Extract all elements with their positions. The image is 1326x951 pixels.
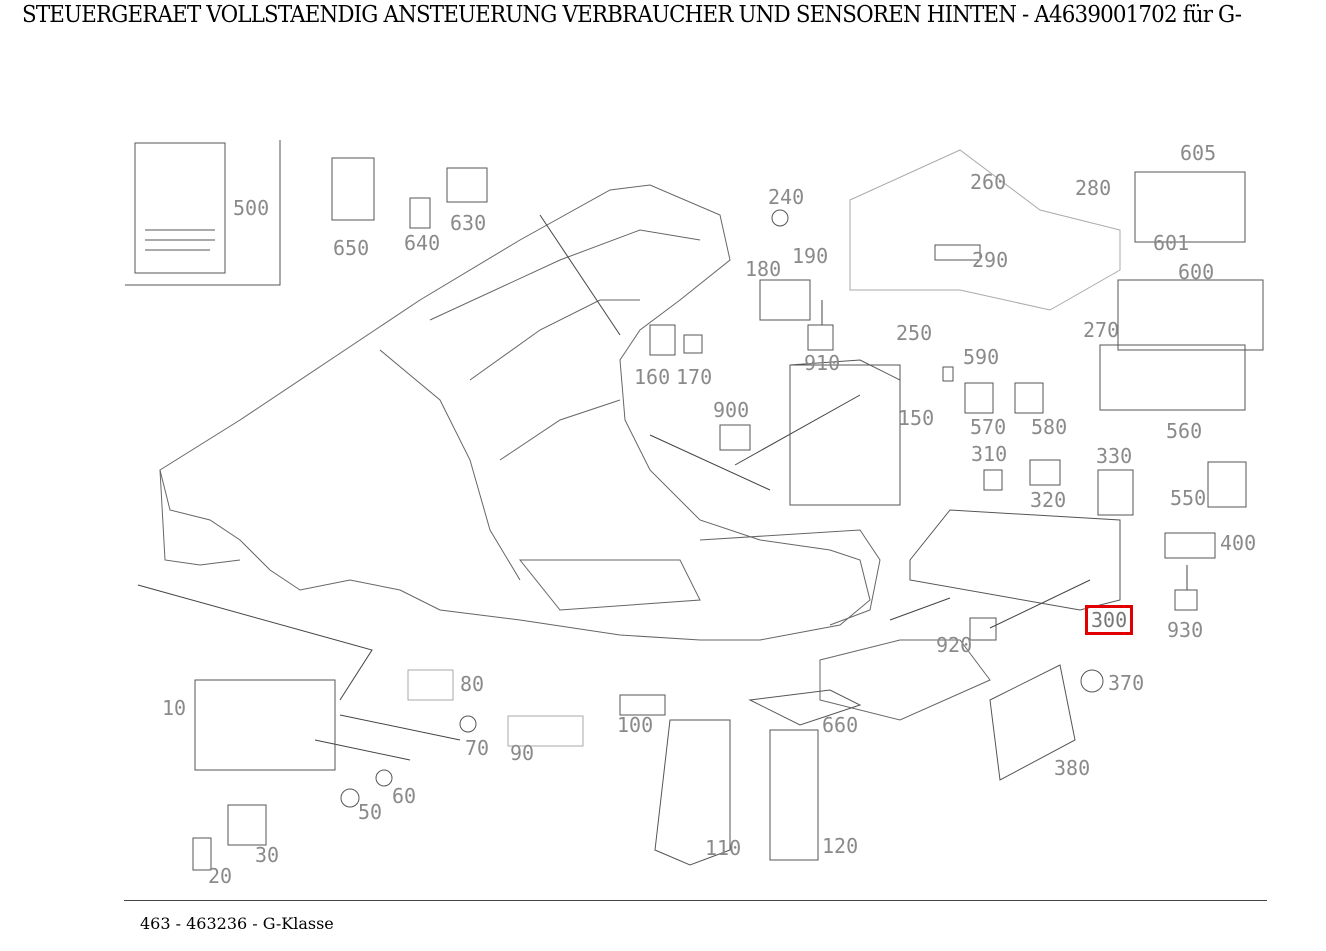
footer-model-info: 463 - 463236 - G-Klasse <box>140 914 334 933</box>
part-callout-70[interactable]: 70 <box>465 736 490 760</box>
part-callout-50[interactable]: 50 <box>358 800 383 824</box>
part-callout-660[interactable]: 660 <box>822 713 859 737</box>
cover-400 <box>1164 532 1216 559</box>
fuse-590 <box>942 366 954 382</box>
page-title: STEUERGERAET VOLLSTAENDIG ANSTEUERUNG VE… <box>22 2 1242 28</box>
relay-580 <box>1014 382 1044 414</box>
part-callout-380[interactable]: 380 <box>1054 756 1091 780</box>
part-callout-100[interactable]: 100 <box>617 713 654 737</box>
connector-900 <box>719 424 751 451</box>
fuse-310 <box>983 469 1003 491</box>
part-callout-605[interactable]: 605 <box>1180 141 1217 165</box>
part-callout-550[interactable]: 550 <box>1170 486 1207 510</box>
plate-380 <box>989 664 1076 781</box>
cover-110 <box>654 719 731 866</box>
part-callout-250[interactable]: 250 <box>896 321 933 345</box>
nut-70 <box>459 715 477 733</box>
part-callout-160[interactable]: 160 <box>634 365 671 389</box>
part-callout-570[interactable]: 570 <box>970 415 1007 439</box>
fuse-320 <box>1029 459 1061 486</box>
part-callout-930[interactable]: 930 <box>1167 618 1204 642</box>
control-unit-300 <box>909 509 1121 611</box>
relay-570 <box>964 382 994 414</box>
part-callout-290[interactable]: 290 <box>972 248 1009 272</box>
connector-910 <box>807 324 834 351</box>
connector-930 <box>1174 589 1198 611</box>
vehicle-interior-outline <box>159 184 991 721</box>
part-callout-630[interactable]: 630 <box>450 211 487 235</box>
board-600 <box>1117 279 1264 351</box>
part-callout-190[interactable]: 190 <box>792 244 829 268</box>
part-callout-590[interactable]: 590 <box>963 345 1000 369</box>
part-callout-240[interactable]: 240 <box>768 185 805 209</box>
part-callout-120[interactable]: 120 <box>822 834 859 858</box>
fuse-holder-650 <box>331 157 375 221</box>
part-callout-300[interactable]: 300 <box>1084 605 1134 635</box>
part-callout-330[interactable]: 330 <box>1096 444 1133 468</box>
part-100 <box>619 694 666 716</box>
bracket-120 <box>769 729 819 861</box>
fuse-170 <box>683 334 703 354</box>
footer-divider <box>124 900 1267 901</box>
part-callout-560[interactable]: 560 <box>1166 419 1203 443</box>
part-callout-400[interactable]: 400 <box>1220 531 1257 555</box>
clip-640 <box>409 197 431 229</box>
part-callout-80[interactable]: 80 <box>460 672 485 696</box>
cover-630 <box>446 167 488 203</box>
housing-560 <box>1099 344 1246 411</box>
cover-30 <box>227 804 267 846</box>
cover-330 <box>1097 469 1134 516</box>
part-callout-910[interactable]: 910 <box>804 351 841 375</box>
board-601 <box>1134 171 1246 243</box>
bracket-180 <box>759 279 811 321</box>
screw-240 <box>771 209 789 227</box>
part-callout-370[interactable]: 370 <box>1108 671 1145 695</box>
part-sketches <box>125 140 1264 871</box>
part-callout-920[interactable]: 920 <box>936 633 973 657</box>
part-callout-180[interactable]: 180 <box>745 257 782 281</box>
part-callout-650[interactable]: 650 <box>333 236 370 260</box>
part-callout-110[interactable]: 110 <box>705 836 742 860</box>
part-callout-10[interactable]: 10 <box>162 696 187 720</box>
relay-160 <box>649 324 676 356</box>
part-callout-20[interactable]: 20 <box>208 864 233 888</box>
part-callout-280[interactable]: 280 <box>1075 176 1112 200</box>
label-sheet-500 <box>134 142 226 274</box>
washer-60 <box>375 769 393 787</box>
part-callout-310[interactable]: 310 <box>971 442 1008 466</box>
clip-20 <box>192 837 212 871</box>
part-callout-320[interactable]: 320 <box>1030 488 1067 512</box>
nut-370 <box>1080 669 1104 693</box>
connector-920 <box>969 617 997 641</box>
part-80 <box>407 669 454 701</box>
part-callout-600[interactable]: 600 <box>1178 260 1215 284</box>
circuit-board-290 <box>934 244 981 261</box>
part-callout-260[interactable]: 260 <box>970 170 1007 194</box>
screw-50 <box>340 788 360 808</box>
control-unit-150 <box>789 364 901 506</box>
part-callout-500[interactable]: 500 <box>233 196 270 220</box>
part-callout-580[interactable]: 580 <box>1031 415 1068 439</box>
bracket-660 <box>748 689 862 726</box>
relay-550 <box>1207 461 1247 508</box>
part-callout-900[interactable]: 900 <box>713 398 750 422</box>
part-callout-60[interactable]: 60 <box>392 784 417 808</box>
part-callout-640[interactable]: 640 <box>404 231 441 255</box>
part-callout-90[interactable]: 90 <box>510 741 535 765</box>
part-callout-30[interactable]: 30 <box>255 843 280 867</box>
leader-lines <box>137 214 1188 761</box>
part-90 <box>507 715 584 747</box>
fuse-box-10 <box>194 679 336 771</box>
part-callout-270[interactable]: 270 <box>1083 318 1120 342</box>
part-callout-601[interactable]: 601 <box>1153 231 1190 255</box>
part-callout-170[interactable]: 170 <box>676 365 713 389</box>
part-callout-150[interactable]: 150 <box>898 406 935 430</box>
